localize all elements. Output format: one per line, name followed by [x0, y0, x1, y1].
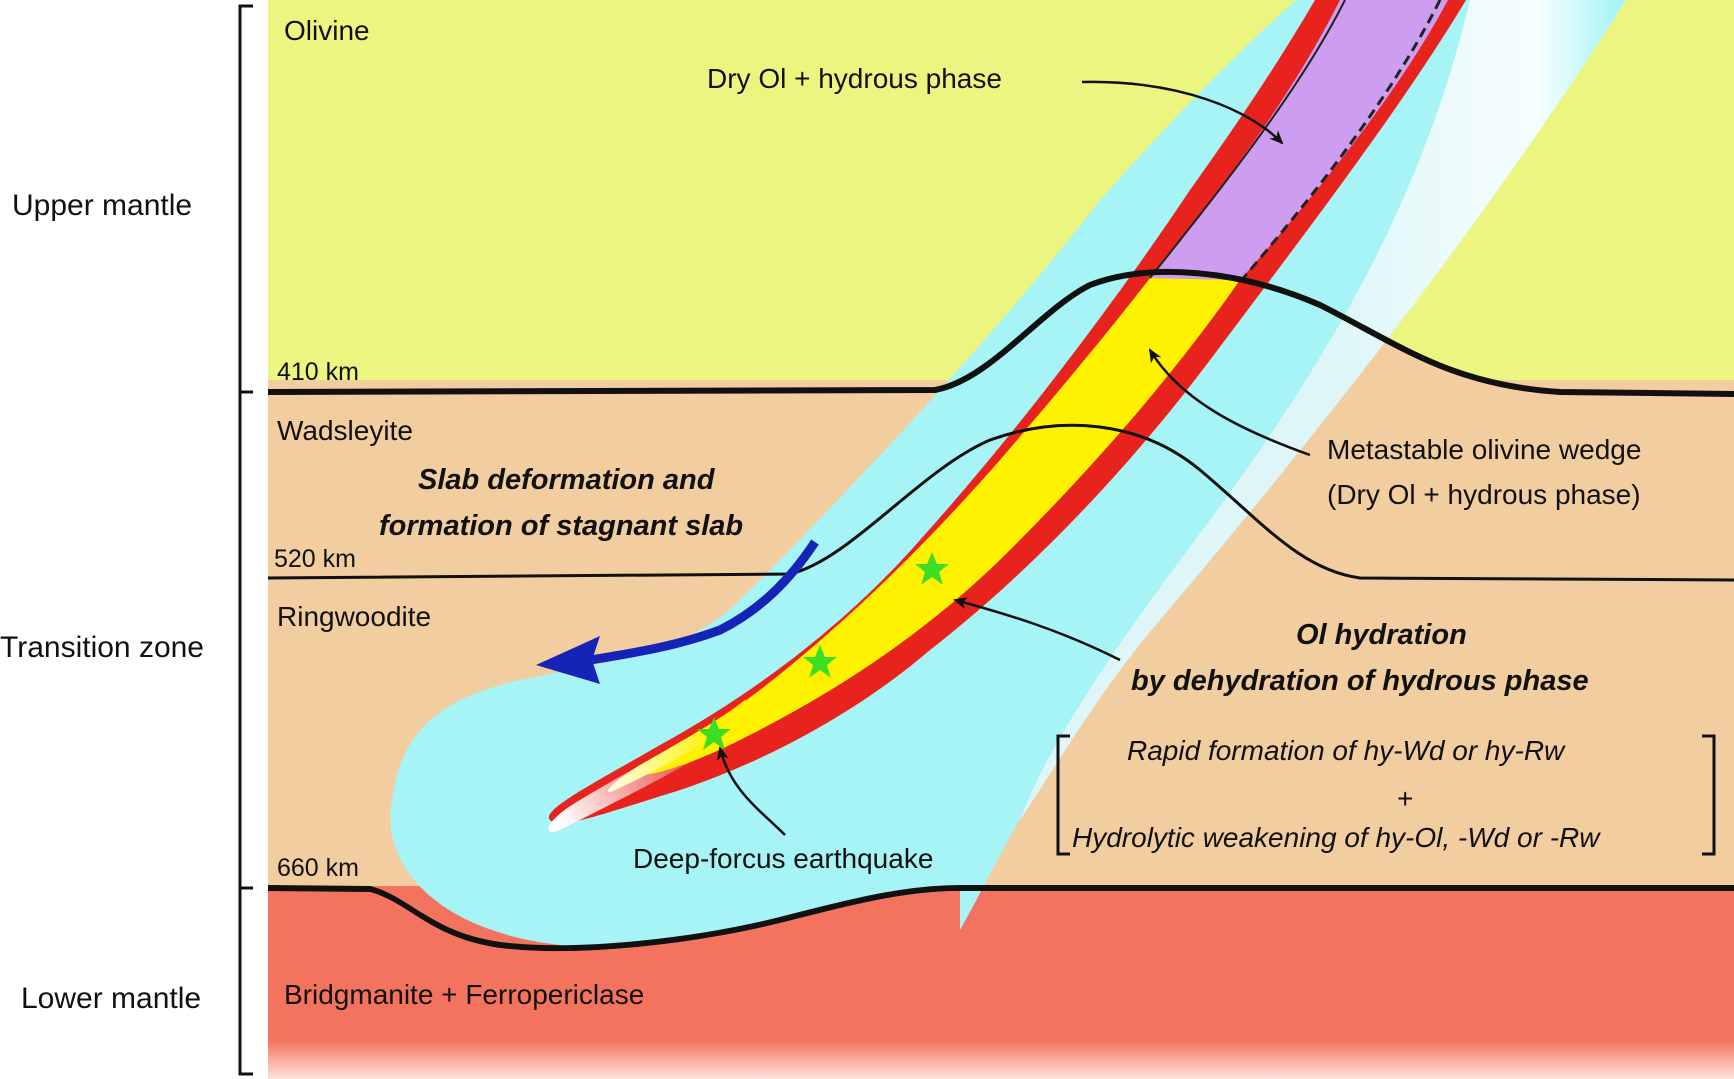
lower-mantle-over-slab	[370, 891, 960, 1000]
wedge-tip-fade	[608, 700, 760, 792]
wedge-arrow	[1148, 348, 1311, 457]
slab-warm-margin	[1020, 0, 1626, 820]
star-icon	[915, 552, 949, 585]
depth-410-label: 410 km	[277, 358, 359, 386]
plus-sign: +	[1397, 783, 1413, 814]
slab-inner-line	[1149, 0, 1346, 279]
upper-mantle-label: Upper mantle	[12, 189, 192, 222]
hydration-arrow	[953, 597, 1121, 662]
depth-520-label: 520 km	[274, 545, 356, 573]
note-bracket-right	[1702, 734, 1716, 856]
olivine-label: Olivine	[284, 15, 370, 46]
520-boundary-line	[267, 423, 1734, 582]
rapid-formation-text: Rapid formation of hy-Wd or hy-Rw	[1127, 735, 1566, 766]
slab-deformation-line2: formation of stagnant slab	[379, 510, 743, 542]
slab-deformation-line1: Slab deformation and	[418, 464, 716, 496]
earthquake-label: Deep-forcus earthquake	[633, 843, 933, 874]
star-icon	[803, 645, 837, 678]
hydrolytic-weakening-text: Hydrolytic weakening of hy-Ol, -Wd or -R…	[1072, 822, 1601, 853]
ringwoodite-label: Ringwoodite	[277, 601, 431, 632]
dry-ol-arrow	[1081, 80, 1284, 145]
wadsleyite-label: Wadsleyite	[277, 415, 413, 446]
slab-flow-arrowhead	[536, 636, 600, 684]
upper-mantle-bracket	[238, 4, 253, 394]
depth-660-label: 660 km	[277, 854, 359, 882]
410-uplift-fill	[268, 271, 1734, 420]
slab-flow-arrow	[589, 539, 819, 665]
transition-zone-bracket	[238, 392, 253, 890]
dry-ol-label: Dry Ol + hydrous phase	[707, 63, 1002, 94]
transition-zone-label: Transition zone	[0, 631, 204, 664]
hydration-line1: Ol hydration	[1296, 619, 1467, 651]
earthquake-arrow	[716, 746, 786, 836]
660-boundary-line	[267, 885, 1734, 952]
lower-mantle-label: Lower mantle	[21, 982, 201, 1015]
star-icon	[697, 717, 731, 750]
wedge-label-line2: (Dry Ol + hydrous phase)	[1327, 479, 1641, 510]
dry-olivine-hydrous-band	[1150, 0, 1448, 280]
lower-mantle-minerals-label: Bridgmanite + Ferropericlase	[284, 979, 644, 1010]
wedge-label-line1: Metastable olivine wedge	[1327, 434, 1641, 465]
lower-mantle-bracket	[238, 888, 253, 1076]
410-boundary-line	[267, 268, 1734, 397]
hydration-line2: by dehydration of hydrous phase	[1131, 665, 1589, 697]
metastable-olivine-wedge	[640, 278, 1240, 775]
note-bracket-left	[1056, 734, 1070, 856]
